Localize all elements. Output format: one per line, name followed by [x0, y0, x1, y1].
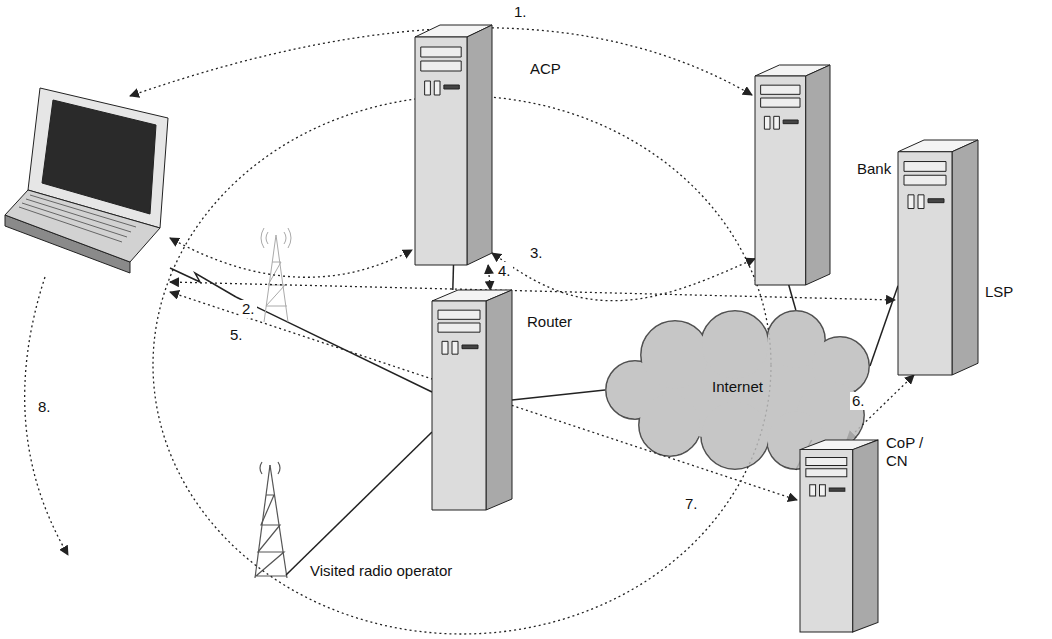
laptop-screen	[42, 100, 156, 214]
server-box: LSP	[898, 140, 978, 375]
network-link	[789, 285, 796, 310]
tower-leg	[264, 235, 276, 322]
server-tower	[898, 140, 978, 375]
tower-button	[425, 81, 431, 95]
tower-front	[898, 152, 952, 375]
keyboard-row	[19, 207, 122, 242]
server-tower	[415, 25, 492, 265]
tower-slot	[829, 488, 845, 491]
tower-side	[806, 65, 830, 285]
tower-side	[952, 140, 978, 375]
network-link	[870, 286, 898, 366]
radio-waves	[260, 462, 280, 474]
antenna-link	[286, 432, 432, 575]
node-label: Visited radio operator	[310, 562, 452, 580]
tower-slot	[462, 345, 478, 349]
tower-button	[908, 195, 914, 209]
drive-bay	[421, 61, 461, 71]
callout-number: 5.	[228, 326, 245, 344]
drive-bay	[904, 175, 946, 185]
network-link	[452, 265, 454, 290]
tower-button	[810, 485, 816, 496]
server-box: CoP / CN	[800, 440, 878, 632]
cloud-fill	[702, 402, 768, 468]
flow-arrow	[170, 238, 412, 277]
flow-arrow	[25, 277, 68, 555]
drive-bay	[421, 47, 461, 57]
tower-button	[442, 341, 448, 354]
server-tower	[755, 65, 830, 285]
callout-number: 2.	[240, 300, 257, 318]
callout-number: 3.	[528, 244, 545, 262]
tower-slot	[928, 199, 944, 203]
laptop-base	[5, 190, 160, 262]
tower-side	[467, 25, 492, 265]
server-tower	[432, 290, 512, 510]
tower-brace	[256, 495, 287, 576]
server-tower	[800, 440, 878, 632]
callout-number: 1.	[512, 3, 529, 21]
antenna-tower	[255, 462, 287, 578]
drive-bay	[761, 85, 800, 94]
node-label: ACP	[530, 60, 561, 78]
tower-slot	[444, 85, 459, 89]
node-label: CoP / CN	[886, 434, 934, 470]
antenna-tower	[261, 228, 291, 322]
keyboard-row	[22, 203, 127, 237]
flow-arrow	[488, 265, 490, 290]
tower-button	[434, 81, 440, 95]
tower-slot	[783, 120, 798, 124]
drive-bay	[438, 310, 480, 319]
server-box: Router	[432, 290, 512, 510]
tower-front	[800, 450, 853, 632]
node-label: Bank	[857, 160, 891, 178]
cloud-fill	[640, 395, 700, 455]
drive-bay	[806, 469, 847, 477]
laptop-icon	[5, 88, 168, 273]
drive-bay	[438, 323, 480, 332]
callout-number: 8.	[36, 398, 53, 416]
cloud-fill	[642, 322, 708, 388]
tower-front	[415, 37, 467, 265]
radio-bolt	[170, 268, 236, 297]
tower-front	[432, 301, 486, 510]
node-label: Router	[527, 313, 572, 331]
cloud-fill	[702, 312, 768, 378]
callout-number: 4.	[496, 262, 513, 280]
tower-button	[764, 116, 770, 129]
tower-button	[452, 341, 458, 354]
tower-side	[853, 440, 878, 632]
tower-button	[820, 485, 826, 496]
network-link	[512, 390, 605, 400]
drive-bay	[904, 162, 946, 172]
tower-button	[918, 195, 924, 209]
radio-waves	[261, 228, 291, 248]
node-label: Internet	[712, 378, 763, 396]
tower-front	[755, 76, 806, 285]
callout-number: 6.	[850, 392, 867, 410]
node-label: LSP	[985, 283, 1013, 301]
tower-button	[774, 116, 780, 129]
callout-number: 7.	[683, 495, 700, 513]
drive-bay	[806, 458, 847, 466]
tower-leg	[276, 235, 288, 322]
server-box: Bank	[755, 65, 830, 285]
drive-bay	[761, 98, 800, 107]
tower-side	[486, 290, 512, 510]
server-box: ACP	[415, 25, 492, 265]
